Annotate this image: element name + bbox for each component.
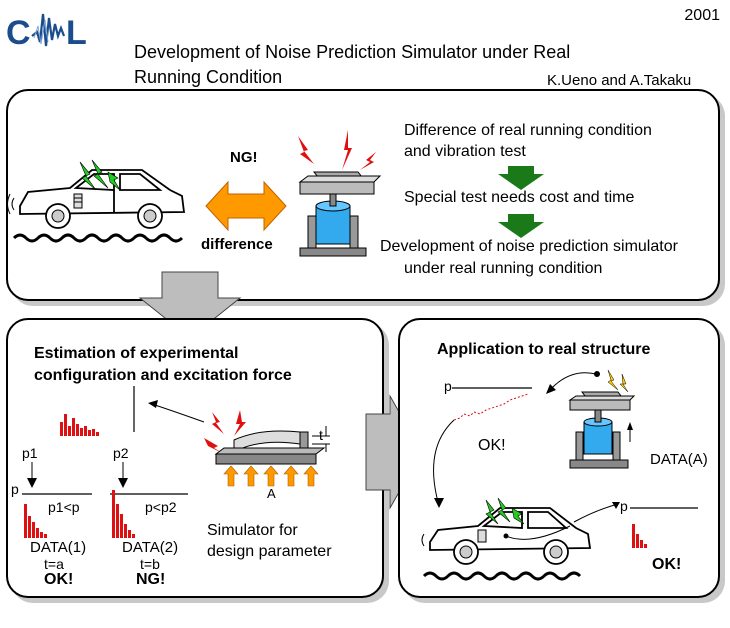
svg-text:C: C [6,14,31,52]
logo-graphic: C L [6,13,87,52]
down-arrow-2 [498,214,544,238]
data1-label: DATA(1) [30,539,87,556]
authors: K.Ueno and A.Takaku [547,72,692,89]
arrow-to-spectrum [573,502,620,523]
spectrum-upper [60,386,135,436]
step3-line-1: Development of noise prediction simulato… [380,238,678,255]
title-line-2: Running Condition [134,67,283,87]
estimation-heading-line-1: Estimation of experimental [34,345,239,362]
simulator-caption-line-2: design parameter [207,543,332,560]
simulator-caption-line-1: Simulator for [207,522,298,539]
step1-line-2: and vibration test [404,143,526,160]
p-label-left: p [11,481,19,497]
simulator-caption: Simulator for design parameter [207,520,332,562]
car-illustration [7,169,186,243]
spectrum-predicted [630,507,698,548]
t-equals-a: t=a [44,556,64,572]
step1-line-1: Difference of real running condition [404,122,652,139]
ok-measured: OK! [478,437,506,454]
t-equals-b: t=b [140,556,160,572]
year: 2001 [684,7,720,24]
difference-label: difference [201,236,273,253]
p-label-bottom: p [620,498,628,514]
p2-arrow [118,462,128,488]
vibration-test-rig [298,130,382,257]
ok-predicted: OK! [652,556,682,573]
spectrum-data2 [110,490,188,538]
curved-arrow-left [148,400,205,423]
condition-p1-lt-p: p1<p [48,499,80,515]
ok-result-1: OK! [44,571,74,588]
curved-arrow-to-rig [546,371,600,394]
difference-arrow [205,180,287,232]
dimension-t-label: t [319,427,323,443]
p-label-top: p [444,378,452,394]
p1-arrow [27,462,37,488]
car-illustration-small [421,507,592,581]
page-title: Development of Noise Prediction Simulato… [134,40,570,90]
condition-p-lt-p2: p<p2 [145,499,177,515]
p2-label: p2 [113,445,129,461]
step2: Special test needs cost and time [404,189,635,206]
spectrum-data1 [22,493,92,538]
lightning-icon-small [485,497,525,525]
application-heading: Application to real structure [437,341,651,358]
data2-label: DATA(2) [122,539,179,556]
ng-result-2: NG! [136,571,166,588]
title-line-1: Development of Noise Prediction Simulato… [134,42,571,62]
logo: C L [4,6,104,52]
lightning-icon [79,159,121,191]
vibration-test-rig-small [568,369,636,469]
estimation-heading-line-2: configuration and excitation force [34,367,292,384]
data-a-label: DATA(A) [650,451,708,468]
down-arrow-1 [498,166,544,190]
svg-text:L: L [66,14,87,52]
spectrum-measured [452,387,532,421]
estimation-panel [6,318,384,598]
ng-label: NG! [230,149,258,166]
curved-arrow-down [433,419,455,508]
force-a-label: A [267,486,276,501]
step3-line-2: under real running condition [404,260,603,277]
plate-model [204,410,330,487]
estimation-heading: Estimation of experimental configuration… [34,343,292,387]
p1-label: p1 [22,445,38,461]
